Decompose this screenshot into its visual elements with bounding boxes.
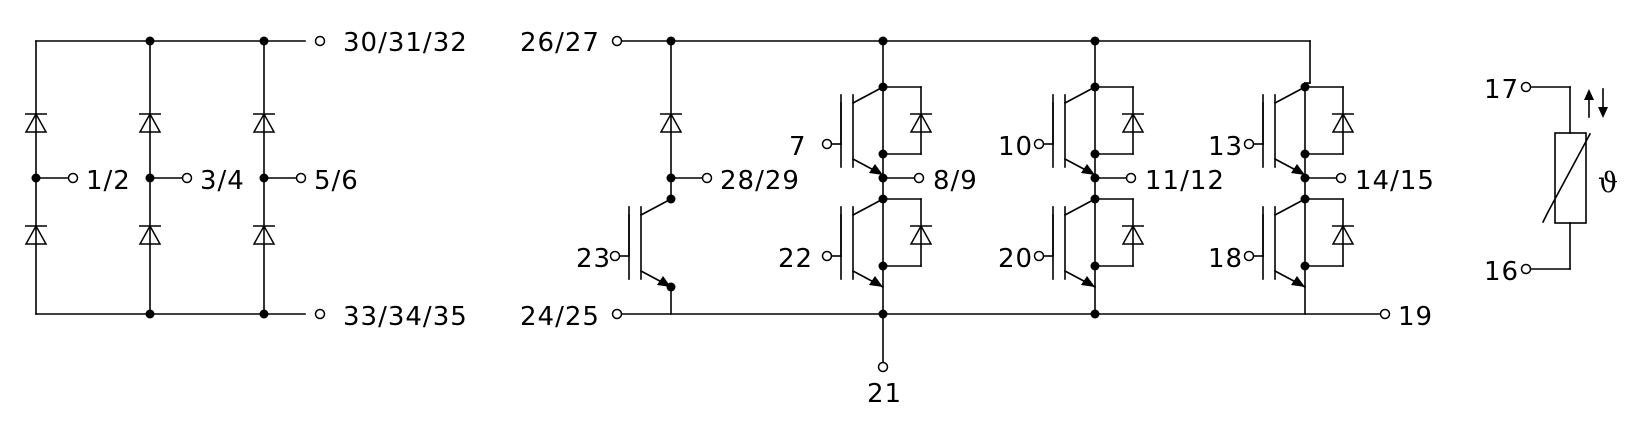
label-shunt: 21 [867, 379, 902, 409]
terminal-ntc-top [1520, 81, 1532, 93]
label-u-bot-gate: 22 [778, 244, 813, 274]
terminal-v-top-gate [1033, 138, 1045, 150]
terminal-ac3 [295, 172, 307, 184]
igbt-icon [840, 198, 884, 288]
phase-u-leg: 7 8/9 22 [778, 36, 978, 319]
terminal-shunt [877, 361, 889, 373]
terminal-ac2 [181, 172, 193, 184]
terminal-ntc-bot [1520, 263, 1532, 275]
label-dc-plus: 26/27 [520, 28, 600, 58]
rectifier-bridge: 30/31/32 33/34/35 1/2 3/4 5/6 [24, 28, 468, 332]
label-ac1: 1/2 [86, 166, 131, 196]
terminal-emitter-sense [1379, 308, 1391, 320]
igbt-icon [1052, 198, 1096, 288]
inverter-bridge: 26/27 24/25 28/29 23 [520, 28, 1435, 409]
terminal-dc-minus [611, 308, 623, 320]
terminal-dc-plus [611, 35, 623, 47]
up-down-arrow-icon [1584, 88, 1608, 118]
ntc-slash-icon [1541, 132, 1592, 224]
label-w-bot-gate: 18 [1208, 244, 1243, 274]
terminal-w-out [1335, 172, 1347, 184]
brake-igbt-icon [628, 198, 672, 288]
terminal-brake-gate [609, 250, 621, 262]
label-v-out: 11/12 [1145, 166, 1225, 196]
label-ntc-top: 17 [1484, 75, 1519, 105]
terminal-rect-plus [314, 35, 326, 47]
terminal-brake-out [701, 172, 713, 184]
label-ac3: 5/6 [314, 166, 359, 196]
label-ntc-bot: 16 [1484, 257, 1519, 287]
label-w-top-gate: 13 [1208, 132, 1243, 162]
terminal-w-bot-gate [1243, 250, 1255, 262]
terminal-rect-minus [314, 308, 326, 320]
terminal-v-bot-gate [1033, 250, 1045, 262]
igbt-icon [1262, 86, 1306, 176]
label-u-out: 8/9 [933, 166, 978, 196]
igbt-icon [840, 86, 884, 176]
label-ac2: 3/4 [200, 166, 245, 196]
label-v-top-gate: 10 [998, 132, 1033, 162]
label-rect-plus: 30/31/32 [343, 28, 468, 58]
terminal-u-bot-gate [821, 250, 833, 262]
ntc-thermistor: 17 16 ϑ [1484, 75, 1618, 287]
label-v-bot-gate: 20 [998, 244, 1033, 274]
label-rect-minus: 33/34/35 [343, 302, 468, 332]
theta-symbol: ϑ [1598, 166, 1618, 199]
terminal-ac1 [67, 172, 79, 184]
igbt-icon [1262, 198, 1306, 288]
label-u-top-gate: 7 [789, 132, 807, 162]
phase-v-leg: 10 11/12 20 [998, 36, 1225, 319]
terminal-w-top-gate [1243, 138, 1255, 150]
igbt-icon [1052, 86, 1096, 176]
brake-chopper: 28/29 23 [576, 36, 800, 315]
label-brake-gate: 23 [576, 244, 611, 274]
label-brake-out: 28/29 [720, 166, 800, 196]
label-w-out: 14/15 [1355, 166, 1435, 196]
phase-w-leg: 13 14/15 18 [1208, 82, 1435, 315]
label-emitter-sense: 19 [1398, 302, 1433, 332]
label-dc-minus: 24/25 [520, 302, 600, 332]
terminal-u-top-gate [821, 138, 833, 150]
terminal-v-out [1125, 172, 1137, 184]
terminal-u-out [913, 172, 925, 184]
